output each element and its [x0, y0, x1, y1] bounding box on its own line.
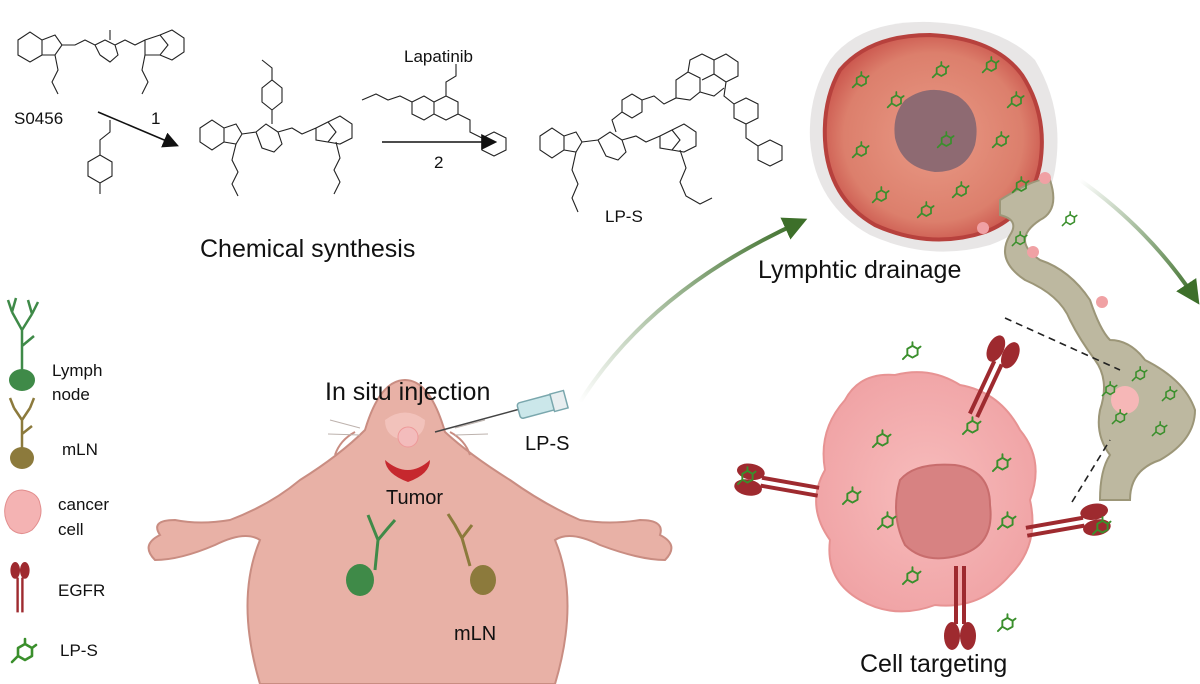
- legend-item-mln: mLN: [8, 397, 98, 469]
- zoom-line-bottom: [1071, 439, 1111, 503]
- tumor-mass: [397, 426, 419, 448]
- hydroxyphenyl-acid-structure: [87, 120, 113, 194]
- mouse-body: [147, 378, 673, 684]
- legend-item-egfr: EGFR: [10, 562, 105, 613]
- drainage-arrow: [578, 217, 808, 404]
- cancer-cell: [815, 371, 1037, 613]
- legend-item-lp-s: LP-S: [10, 637, 98, 664]
- injection-title: In situ injection: [325, 378, 490, 406]
- lapatinib-label: Lapatinib: [404, 47, 473, 66]
- vessel-nodes: [977, 172, 1139, 414]
- mouse-lymph-node-right: [446, 513, 496, 595]
- step-2-label: 2: [434, 153, 443, 172]
- legend-lymph-node-line1: Lymph: [52, 361, 102, 380]
- tumor-label: Tumor: [386, 487, 443, 509]
- drainage-label: Lymphtic drainage: [758, 256, 961, 284]
- egfr-icon: [10, 562, 30, 613]
- lp-s-product-label: LP-S: [605, 207, 643, 226]
- intermediate-structure: [199, 59, 353, 197]
- legend-item-cancer-cell: cancer cell: [4, 489, 109, 539]
- cancer-cell-icon: [4, 489, 42, 534]
- mln-label: mLN: [454, 623, 496, 645]
- cell-targeting-label: Cell targeting: [860, 650, 1007, 678]
- mln-icon: [8, 397, 36, 469]
- reaction-arrow-1: [97, 111, 179, 148]
- legend-cancer-line1: cancer: [58, 495, 109, 514]
- lp-s-icon: [10, 637, 38, 664]
- mouse-illustration: [147, 378, 673, 684]
- legend-lp-s-label: LP-S: [60, 641, 98, 660]
- lymph-node-icon: [6, 297, 40, 391]
- legend-lymph-node-line2: node: [52, 385, 90, 404]
- zoom-line-top: [1004, 317, 1121, 371]
- s0456-structure: [17, 29, 185, 95]
- egfr-receptor-left: [732, 461, 822, 508]
- chemical-synthesis-title: Chemical synthesis: [200, 235, 415, 263]
- lp-s-structure: [539, 53, 783, 213]
- mouse-mouth: [385, 460, 430, 482]
- legend: Lymph node mLN cancer cell EGFR LP-S: [4, 297, 109, 664]
- egfr-receptor-right: [1023, 501, 1113, 548]
- legend-cancer-line2: cell: [58, 520, 84, 539]
- legend-egfr-label: EGFR: [58, 581, 105, 600]
- legend-mln-label: mLN: [62, 440, 98, 459]
- tumor-necrotic-core: [894, 89, 977, 172]
- mouse-lymph-node-left: [346, 514, 397, 596]
- legend-item-lymph-node: Lymph node: [6, 297, 102, 404]
- lapatinib-structure: [361, 64, 507, 157]
- s0456-label: S0456: [14, 109, 63, 128]
- primary-tumor: [809, 21, 1058, 252]
- cell-nucleus: [895, 463, 992, 560]
- probe-label: LP-S: [525, 433, 569, 455]
- step-1-label: 1: [151, 109, 160, 128]
- transport-arrow: [1078, 178, 1200, 305]
- syringe-icon: [434, 389, 570, 433]
